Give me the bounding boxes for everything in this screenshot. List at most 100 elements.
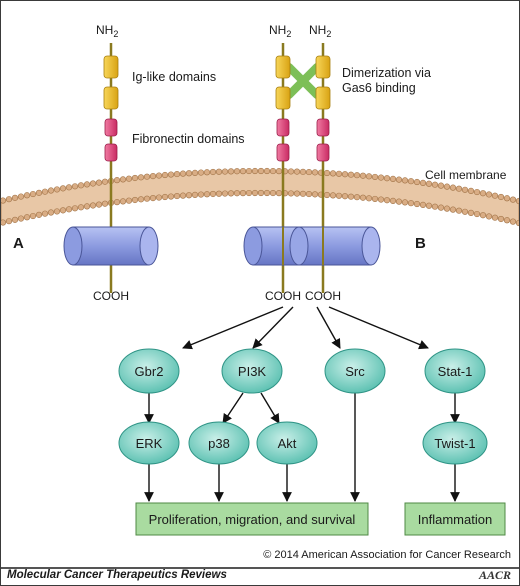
aacr-logo: AACR bbox=[478, 568, 511, 582]
lipid-head bbox=[401, 177, 409, 184]
lipid-head bbox=[467, 187, 475, 195]
node-src-label: Src bbox=[345, 364, 365, 379]
cooh-label: COOH bbox=[305, 289, 341, 303]
node-twist1: Twist-1 bbox=[422, 421, 488, 465]
lipid-head bbox=[431, 203, 439, 210]
lipid-head bbox=[269, 189, 277, 197]
lipid-head bbox=[287, 190, 295, 197]
lipid-head bbox=[371, 173, 379, 181]
lipid-head bbox=[1, 219, 7, 226]
lipid-head bbox=[101, 200, 109, 207]
signaling-arrows bbox=[144, 306, 460, 502]
receptor-monomer bbox=[63, 43, 159, 293]
node-stat1-label: Stat-1 bbox=[438, 364, 473, 379]
cooh-label: COOH bbox=[265, 289, 301, 303]
lipid-head bbox=[377, 196, 385, 203]
node-p38-label: p38 bbox=[208, 436, 230, 451]
lipid-head bbox=[395, 176, 403, 183]
lipid-head bbox=[515, 219, 519, 227]
cell-membrane bbox=[1, 167, 519, 227]
lipid-head bbox=[497, 215, 505, 223]
fn-domain bbox=[276, 143, 290, 162]
node-erk-label: ERK bbox=[136, 436, 163, 451]
lipid-head bbox=[89, 202, 97, 209]
lipid-head bbox=[11, 194, 19, 201]
lipid-head bbox=[155, 172, 163, 179]
lipid-head bbox=[479, 190, 487, 197]
lipid-head bbox=[503, 195, 511, 202]
lipid-head bbox=[299, 168, 307, 175]
lipid-head bbox=[131, 196, 139, 204]
lipid-head bbox=[449, 184, 457, 191]
lipid-head bbox=[335, 192, 343, 199]
lipid-head bbox=[173, 170, 181, 178]
lipid-head bbox=[95, 201, 103, 208]
receptor-dimer bbox=[243, 43, 381, 293]
fn-domains-label: Fibronectin domains bbox=[132, 132, 245, 146]
lipid-head bbox=[443, 183, 451, 190]
lipid-head bbox=[383, 197, 391, 204]
lipid-head bbox=[323, 191, 331, 199]
lipid-head bbox=[461, 208, 469, 215]
lipid-head bbox=[371, 195, 379, 203]
lipid-head bbox=[101, 178, 109, 185]
lipid-head bbox=[275, 168, 283, 175]
lipid-head bbox=[461, 186, 469, 193]
cooh-label: COOH bbox=[93, 289, 129, 303]
lipid-head bbox=[125, 197, 133, 204]
lipid-head bbox=[113, 177, 121, 184]
lipid-head bbox=[425, 202, 433, 209]
nh2-label: NH2 bbox=[96, 23, 118, 39]
lipid-head bbox=[35, 211, 43, 218]
lipid-head bbox=[155, 194, 163, 201]
node-akt-label: Akt bbox=[278, 436, 297, 451]
footer-bar bbox=[1, 567, 519, 585]
lipid-head bbox=[437, 204, 445, 211]
lipid-head bbox=[419, 179, 427, 186]
lipid-head bbox=[71, 205, 79, 212]
lipid-head bbox=[185, 170, 193, 177]
node-stat1: Stat-1 bbox=[424, 348, 486, 394]
lipid-head bbox=[251, 167, 259, 175]
kinase-domain bbox=[289, 226, 381, 266]
lipid-head bbox=[119, 176, 127, 183]
lipid-head bbox=[275, 190, 283, 197]
lipid-head bbox=[65, 184, 73, 191]
lipid-head bbox=[41, 210, 49, 217]
lipid-head bbox=[59, 185, 67, 192]
lipid-head bbox=[65, 206, 73, 213]
lipid-head bbox=[185, 192, 193, 199]
cell-membrane-label: Cell membrane bbox=[425, 168, 507, 182]
lipid-head bbox=[167, 171, 175, 178]
lipid-head bbox=[263, 167, 271, 175]
lipid-head bbox=[191, 191, 199, 198]
lipid-head bbox=[401, 199, 409, 206]
lipid-head bbox=[251, 189, 259, 197]
lipid-head bbox=[17, 215, 25, 222]
lipid-head bbox=[491, 214, 499, 221]
lipid-head bbox=[455, 185, 463, 192]
lipid-head bbox=[5, 196, 13, 203]
lipid-head bbox=[53, 186, 61, 193]
node-gbr2-label: Gbr2 bbox=[135, 364, 164, 379]
dimerization-label: Dimerization via bbox=[342, 66, 431, 80]
node-pi3k-label: PI3K bbox=[238, 364, 267, 379]
ig-domain bbox=[275, 86, 291, 110]
lipid-head bbox=[203, 169, 211, 176]
node-gbr2: Gbr2 bbox=[118, 348, 180, 394]
lipid-head bbox=[209, 190, 217, 198]
outcome-inflammation-label: Inflammation bbox=[418, 512, 492, 527]
lipid-head bbox=[167, 193, 175, 200]
panel-b-label: B bbox=[415, 235, 426, 252]
lipid-head bbox=[131, 174, 139, 182]
lipid-head bbox=[473, 188, 481, 196]
lipid-head bbox=[245, 189, 253, 197]
kinase-domain bbox=[63, 226, 159, 266]
lipid-head bbox=[287, 168, 295, 175]
lipid-head bbox=[197, 191, 205, 198]
lipid-head bbox=[137, 196, 145, 203]
node-p38: p38 bbox=[188, 421, 250, 465]
lipid-head bbox=[239, 190, 247, 197]
lipid-head bbox=[209, 168, 217, 176]
node-twist1-label: Twist-1 bbox=[434, 436, 475, 451]
